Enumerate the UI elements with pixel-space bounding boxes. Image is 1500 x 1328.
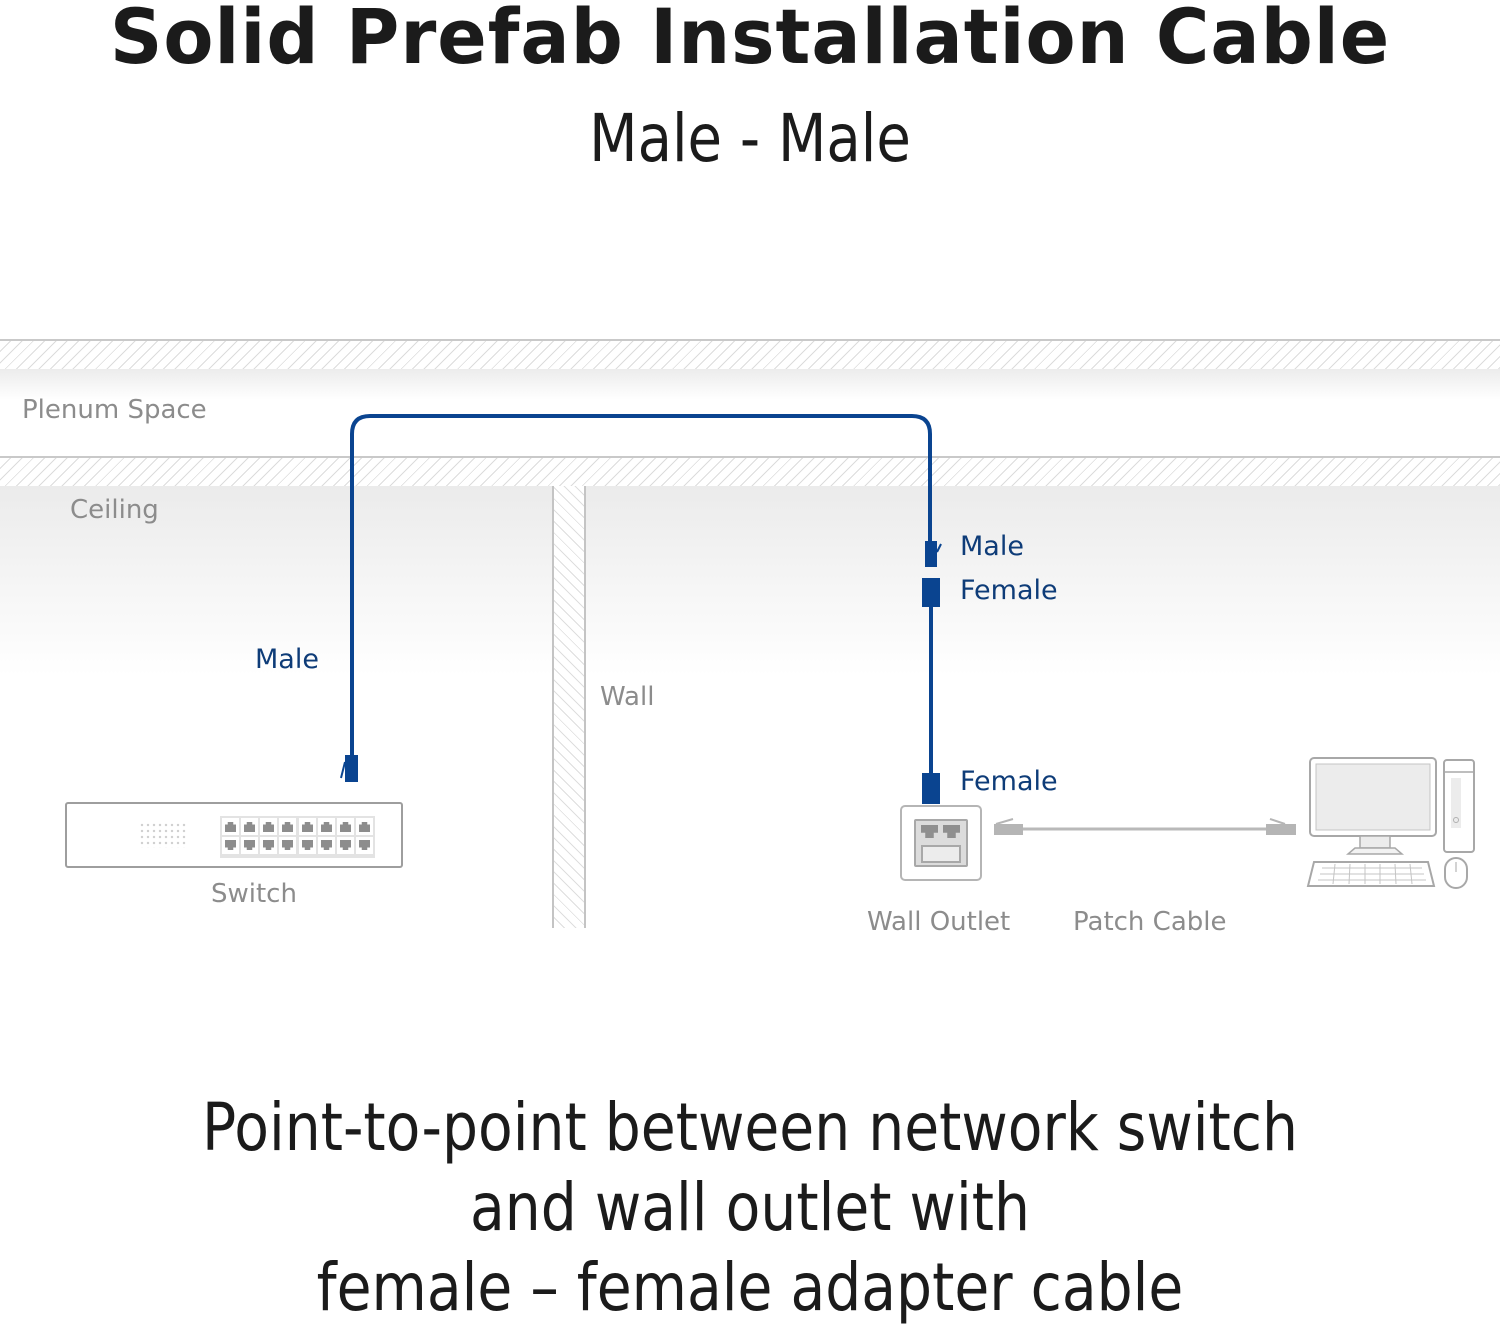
page-subtitle: Male - Male: [589, 100, 911, 177]
plenum-space-label: Plenum Space: [22, 395, 207, 425]
page-title: Solid Prefab Installation Cable: [109, 0, 1391, 81]
wall-label: Wall: [600, 682, 655, 712]
desktop-computer-icon: [1306, 757, 1475, 889]
switch-port-group-2: [297, 816, 375, 858]
wall-section: [552, 486, 586, 928]
wall-outlet-label: Wall Outlet: [867, 907, 1011, 937]
network-switch-icon: [65, 802, 403, 868]
outlet-jack-icon: [921, 825, 938, 838]
adapter-male-label: Male: [960, 531, 1024, 562]
description-line-2: and wall outlet with: [470, 1169, 1030, 1246]
ceiling-label: Ceiling: [70, 495, 159, 525]
outlet-jack-icon: [943, 825, 960, 838]
description-line-3: female – female adapter cable: [316, 1249, 1184, 1326]
switch-port-group-1: [220, 816, 298, 858]
adapter-female-label: Female: [960, 575, 1058, 606]
ceiling-zone: [0, 486, 1500, 676]
description-line-1: Point-to-point between network switch: [202, 1089, 1298, 1166]
installation-cable-icon: [340, 414, 1296, 835]
switch-label: Switch: [211, 879, 297, 909]
patch-cable-label: Patch Cable: [1073, 907, 1227, 937]
outlet-female-label: Female: [960, 766, 1058, 797]
description-text: Point-to-point between network switch an…: [105, 1088, 1395, 1328]
plenum-space-zone: [0, 369, 1500, 457]
wall-outlet-icon: [900, 805, 982, 881]
switch-vent-icon: [139, 822, 187, 848]
switch-end-male-label: Male: [255, 644, 319, 675]
upper-slab-hatch: [0, 339, 1500, 371]
